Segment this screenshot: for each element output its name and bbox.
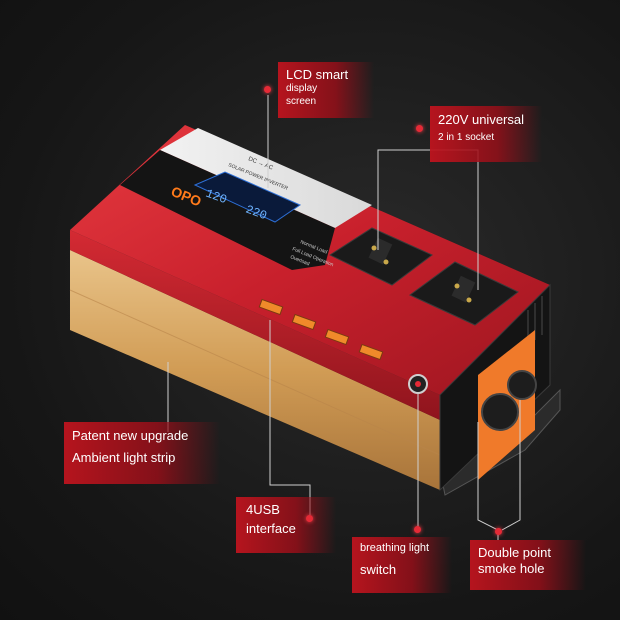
front-face bbox=[70, 230, 440, 420]
callout-light-strip-title: Patent new upgrade bbox=[72, 428, 189, 443]
callout-usb: 4USB interface bbox=[236, 497, 336, 553]
callout-switch-title: breathing light bbox=[360, 542, 430, 554]
callout-socket-dot bbox=[416, 125, 423, 132]
ac-socket-1 bbox=[328, 227, 433, 286]
usb-port-2 bbox=[291, 313, 317, 331]
callout-lcd: LCD smart display screen bbox=[278, 62, 374, 118]
callout-smoke-line2: smoke hole bbox=[478, 561, 545, 577]
lcd-screen bbox=[193, 171, 302, 223]
callout-lcd-line3: screen bbox=[286, 95, 317, 107]
callout-switch-dot bbox=[414, 526, 421, 533]
callout-lcd-dot bbox=[264, 86, 271, 93]
callout-switch-line2: switch bbox=[360, 561, 397, 577]
ambient-light-strip bbox=[70, 250, 440, 490]
smoke-hole-2 bbox=[507, 370, 537, 400]
callout-light-strip: Patent new upgrade Ambient light strip bbox=[64, 422, 220, 484]
callout-lcd-line2: display bbox=[286, 83, 318, 95]
usb-port-1 bbox=[258, 298, 284, 316]
usb-port-3 bbox=[324, 328, 350, 346]
callout-socket: 220V universal 2 in 1 socket bbox=[430, 106, 542, 162]
lcd-reading-1: 120 bbox=[204, 187, 229, 208]
callout-light-strip-line2: Ambient light strip bbox=[72, 450, 176, 466]
usb-port-4 bbox=[358, 343, 384, 361]
callout-usb-dot bbox=[306, 515, 313, 522]
callout-smoke-title: Double point bbox=[478, 545, 551, 560]
callout-switch: breathing light switch bbox=[352, 537, 452, 593]
callout-lcd-title: LCD smart bbox=[286, 67, 349, 82]
callout-usb-title: 4USB bbox=[246, 502, 280, 517]
callout-usb-line2: interface bbox=[246, 521, 296, 537]
label-panel bbox=[160, 128, 372, 228]
callout-socket-title: 220V universal bbox=[438, 112, 524, 127]
ac-socket-2 bbox=[409, 261, 519, 326]
callout-smoke: Double point smoke hole bbox=[470, 540, 586, 590]
lcd-panel bbox=[120, 150, 335, 270]
callout-socket-line2: 2 in 1 socket bbox=[438, 132, 495, 144]
smoke-hole-1 bbox=[481, 393, 519, 431]
lcd-reading-2: 220 bbox=[244, 203, 269, 224]
callout-smoke-dot bbox=[495, 528, 502, 535]
